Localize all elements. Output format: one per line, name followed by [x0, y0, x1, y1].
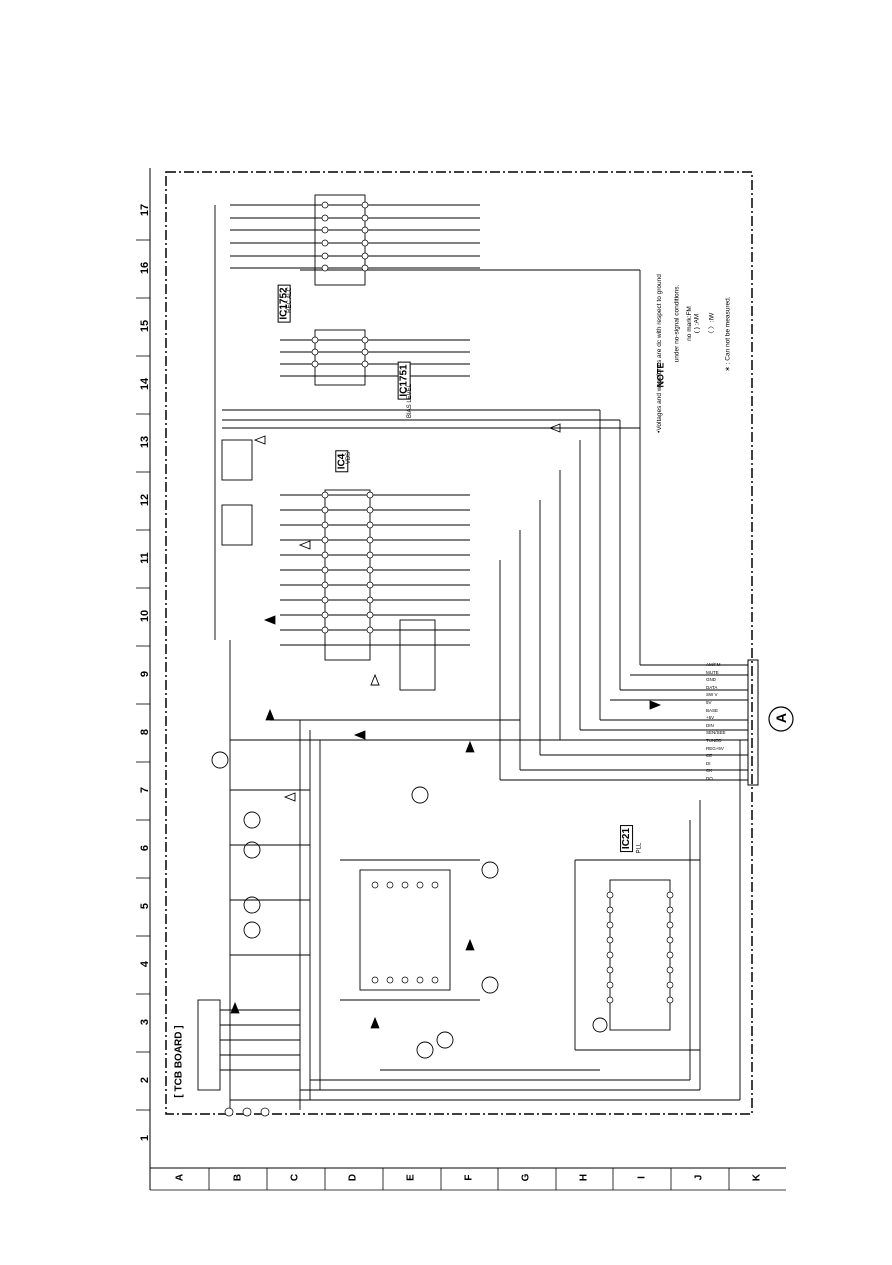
grid-number: 6 — [139, 844, 151, 852]
connector-pin-label: DIN — [706, 722, 714, 728]
connector-pin-label: REG+5V — [706, 745, 724, 751]
connector-pin-label: DO — [706, 776, 713, 781]
note-line-6: ∗ : Can not be measured. — [724, 296, 732, 372]
grid-letter: H — [578, 1173, 590, 1182]
grid-number: 2 — [139, 1076, 151, 1084]
board-title: [ TCB BOARD ] — [173, 1025, 185, 1098]
grid-letter: K — [751, 1173, 763, 1182]
note-line-4: ( ) :AM — [693, 313, 701, 334]
connector-pin-label: TUNED — [706, 738, 722, 743]
ic1752-sub: REC ALC — [286, 287, 293, 313]
grid-letter: E — [405, 1174, 417, 1181]
connector-pin-label: DATA — [706, 684, 718, 690]
ic21-sub: PLL — [636, 842, 643, 854]
grid-letter: F — [463, 1174, 474, 1181]
connector-pin-label: AM/FM — [706, 662, 721, 667]
grid-letter: G — [520, 1173, 532, 1182]
grid-number: 15 — [139, 319, 151, 333]
grid-number: 13 — [139, 435, 151, 449]
grid-letter: C — [289, 1173, 301, 1182]
grid-letter: A — [174, 1173, 186, 1182]
connector-pin-label: CK — [706, 768, 713, 774]
note-line-3: no mark:FM — [685, 306, 693, 341]
note-line-1: •Voltages and waveforms are dc with resp… — [655, 274, 663, 433]
grid-number: 5 — [139, 902, 151, 910]
connector-pin-label: CE — [706, 753, 713, 759]
grid-number: 4 — [139, 960, 151, 968]
grid-number: 17 — [139, 203, 151, 217]
grid-number: 14 — [139, 377, 151, 391]
grid-letter: B — [232, 1173, 244, 1182]
grid-letter: J — [693, 1174, 705, 1181]
connector-pin-label: 5V — [706, 700, 712, 705]
grid-number: 1 — [139, 1134, 151, 1142]
grid-number: 8 — [139, 728, 151, 736]
connector-pin-label: DI — [706, 760, 711, 766]
connector-pin-label: SEN/SEE — [706, 730, 726, 736]
grid-number: 7 — [139, 786, 151, 794]
grid-number: 12 — [139, 493, 151, 507]
grid-number: 3 — [139, 1018, 151, 1026]
grid-number: 11 — [139, 552, 151, 564]
connector-pin-label: BASE — [706, 707, 719, 713]
ic1751-sub: BIAS LEVEL — [407, 383, 414, 419]
grid-letter: I — [636, 1176, 648, 1179]
note-line-5: 〈 〉:IW — [708, 312, 716, 338]
grid-number: 9 — [139, 670, 151, 678]
connector-pin-label: MUTE — [706, 669, 719, 675]
connector-pin-label: +5V — [706, 715, 715, 721]
note-line-2: under no-signal conditions. — [673, 284, 681, 363]
connector-a-label: A — [773, 712, 789, 724]
grid-letter: D — [347, 1173, 359, 1182]
connector-pin-label: GND — [706, 677, 716, 683]
grid-number: 16 — [139, 261, 151, 275]
ic4-sub: VDS — [346, 451, 353, 465]
ic21-label: IC21 — [620, 824, 634, 853]
connector-pin-label: SW V — [706, 692, 718, 698]
grid-number: 10 — [139, 609, 151, 623]
